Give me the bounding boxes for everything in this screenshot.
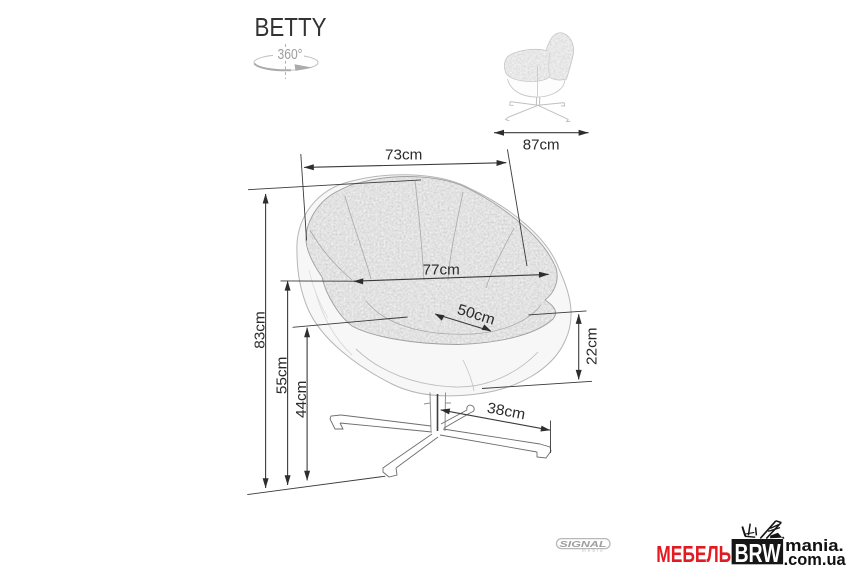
svg-text:SIGNAL: SIGNAL [560, 539, 607, 549]
svg-text:.com.ua: .com.ua [784, 550, 847, 569]
svg-text:BRW: BRW [734, 538, 781, 568]
svg-text:МЕБЕЛЬ: МЕБЕЛЬ [656, 541, 731, 567]
svg-text:22cm: 22cm [583, 327, 600, 365]
svg-text:83cm: 83cm [251, 311, 268, 349]
svg-text:55cm: 55cm [273, 357, 290, 395]
svg-text:44cm: 44cm [293, 381, 310, 419]
svg-text:mania.: mania. [785, 536, 844, 555]
svg-text:87cm: 87cm [523, 136, 560, 153]
svg-text:77cm: 77cm [423, 262, 460, 279]
svg-text:360°: 360° [278, 47, 303, 63]
svg-text:38cm: 38cm [486, 400, 527, 424]
svg-text:73cm: 73cm [385, 147, 422, 164]
svg-text:meble: meble [582, 548, 605, 553]
svg-text:BETTY: BETTY [255, 14, 327, 42]
